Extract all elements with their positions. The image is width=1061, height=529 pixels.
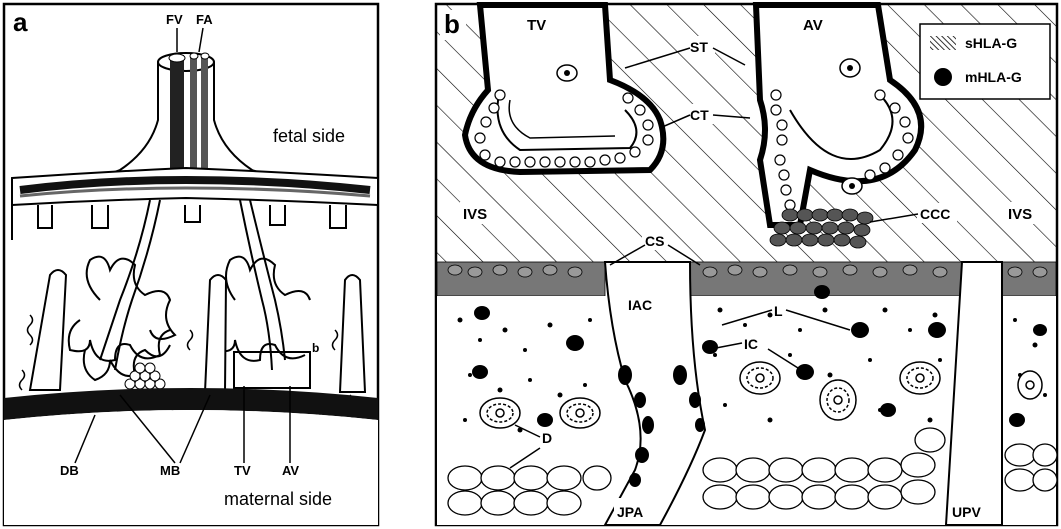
mhla-g-swatch [934,68,952,86]
legend-mhla-g: mHLA-G [965,69,1022,85]
label-iac: IAC [628,297,652,313]
label-mb: MB [160,463,180,478]
label-jpa: JPA [617,504,643,520]
maternal-side-label: maternal side [224,489,332,509]
label-ct: CT [690,107,709,123]
label-ivs-right: IVS [1008,206,1032,223]
fetal-side-label: fetal side [273,126,345,146]
label-cs: CS [645,233,664,249]
label-st: ST [690,39,708,55]
panel-a-letter: a [13,7,28,37]
label-ivs-left: IVS [463,206,487,223]
panel-a: a [4,4,378,525]
label-ccc: CCC [920,206,950,222]
label-l: L [774,303,783,319]
label-av-b: AV [803,17,823,34]
panel-b-letter: b [444,9,460,39]
label-upv: UPV [952,504,981,520]
label-tv-b: TV [527,17,546,34]
legend-shla-g: sHLA-G [965,35,1017,51]
label-fv: FV [166,12,183,27]
label-ic: IC [744,336,758,352]
cell-column [770,209,873,248]
legend: sHLA-G mHLA-G [920,24,1050,99]
label-d: D [542,430,552,446]
label-fa: FA [196,12,213,27]
label-av: AV [282,463,299,478]
label-db: DB [60,463,79,478]
shla-g-swatch [930,36,956,50]
panel-b: sHLA-G mHLA-G b TV AV ST CT IVS IVS CCC … [436,4,1057,525]
label-tv: TV [234,463,251,478]
inset-box-label: b [312,341,319,355]
